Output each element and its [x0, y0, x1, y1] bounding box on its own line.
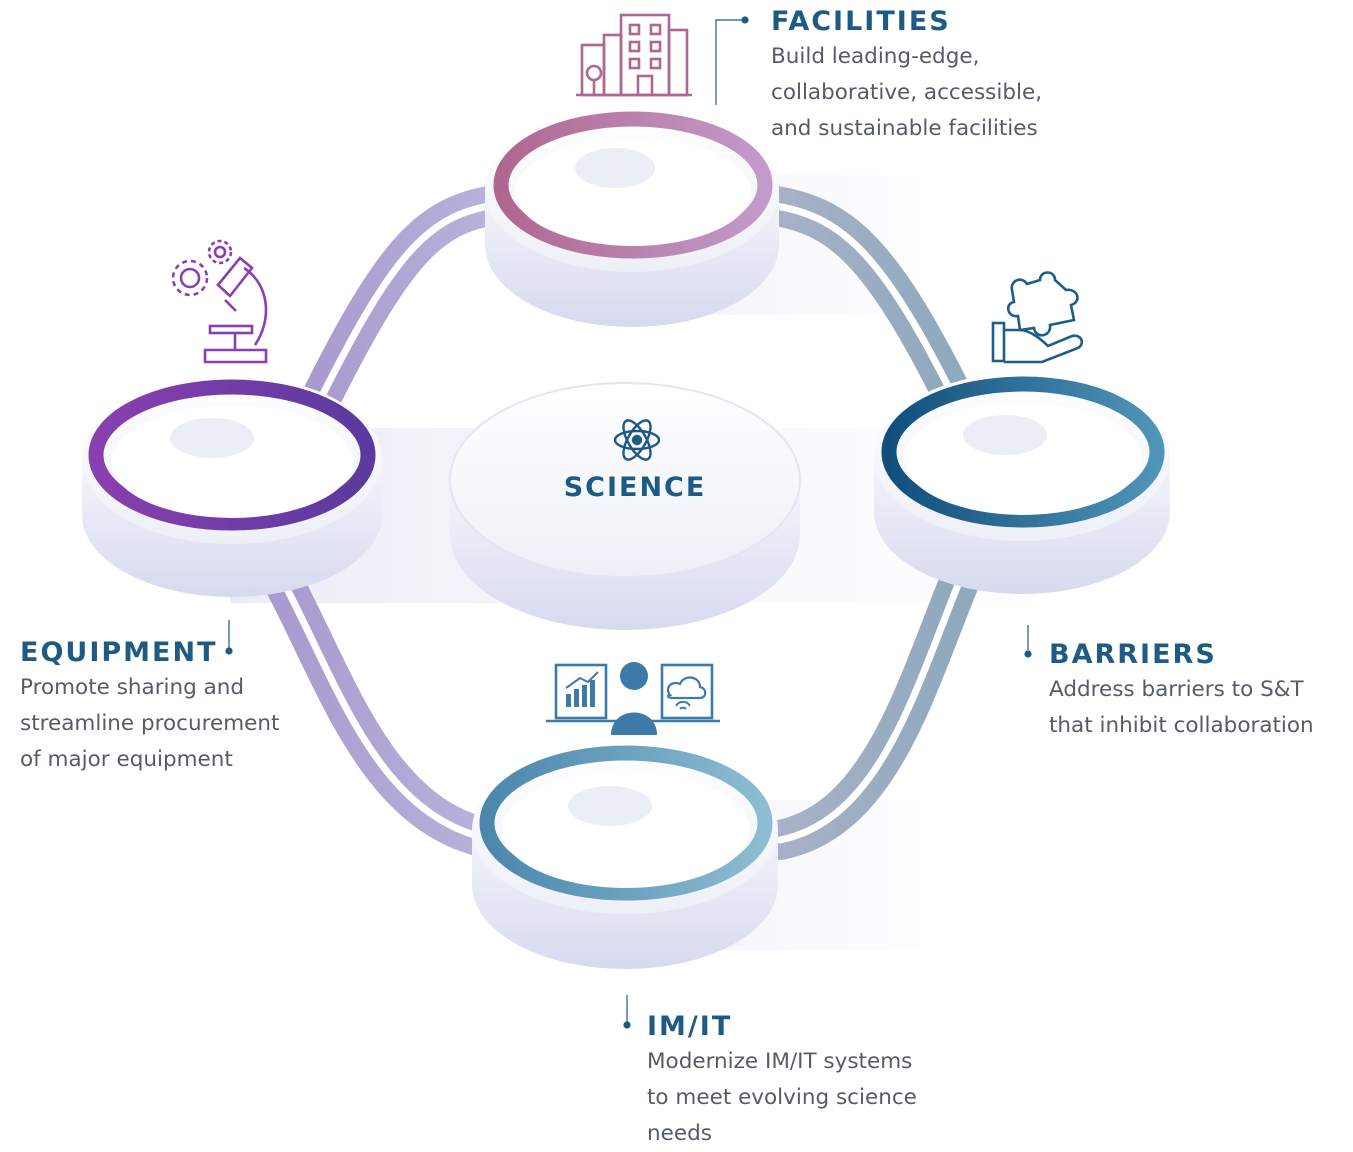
equipment-description: Promote sharing and streamline procureme… [20, 670, 279, 778]
facilities-label: FACILITIES Build leading-edge, collabora… [771, 5, 1042, 147]
microscope-gears-icon [171, 239, 268, 364]
building-icon [576, 13, 692, 97]
facilities-line: collaborative, accessible, [771, 80, 1043, 105]
barriers-title: BARRIERS [1049, 639, 1217, 670]
equipment-line: Promote sharing and [20, 675, 245, 700]
barriers-line: Address barriers to S&T [1049, 677, 1304, 702]
connector-tracks [265, 185, 980, 860]
imit-line: Modernize IM/IT systems [647, 1049, 913, 1074]
facilities-line: and sustainable facilities [771, 116, 1038, 141]
facilities-disc [485, 108, 779, 327]
science-title: SCIENCE [563, 472, 707, 503]
facilities-line: Build leading-edge, [771, 44, 980, 69]
imit-title: IM/IT [647, 1011, 733, 1042]
equipment-line: of major equipment [20, 747, 233, 772]
imit-line: to meet evolving science [647, 1085, 917, 1110]
equipment-label: EQUIPMENT Promote sharing and streamline… [20, 636, 279, 778]
barriers-disc [874, 373, 1170, 594]
equipment-line: streamline procurement [20, 711, 280, 736]
hand-puzzle-icon [991, 271, 1084, 364]
barriers-description: Address barriers to S&T that inhibit col… [1049, 672, 1314, 744]
imit-line: needs [647, 1121, 712, 1146]
equipment-title: EQUIPMENT [20, 637, 218, 668]
callout-connectors [225, 16, 1032, 1029]
barriers-label: BARRIERS Address barriers to S&T that in… [1049, 638, 1314, 744]
equipment-disc [82, 376, 382, 597]
imit-description: Modernize IM/IT systems to meet evolving… [647, 1044, 917, 1152]
atom-icon [613, 419, 661, 461]
facilities-title: FACILITIES [771, 6, 951, 37]
imit-disc [472, 745, 778, 969]
facilities-description: Build leading-edge, collaborative, acces… [771, 39, 1042, 147]
barriers-line: that inhibit collaboration [1049, 713, 1314, 738]
science-platform [449, 382, 801, 630]
user-monitors-icon [546, 662, 720, 735]
imit-label: IM/IT Modernize IM/IT systems to meet ev… [647, 1010, 917, 1152]
